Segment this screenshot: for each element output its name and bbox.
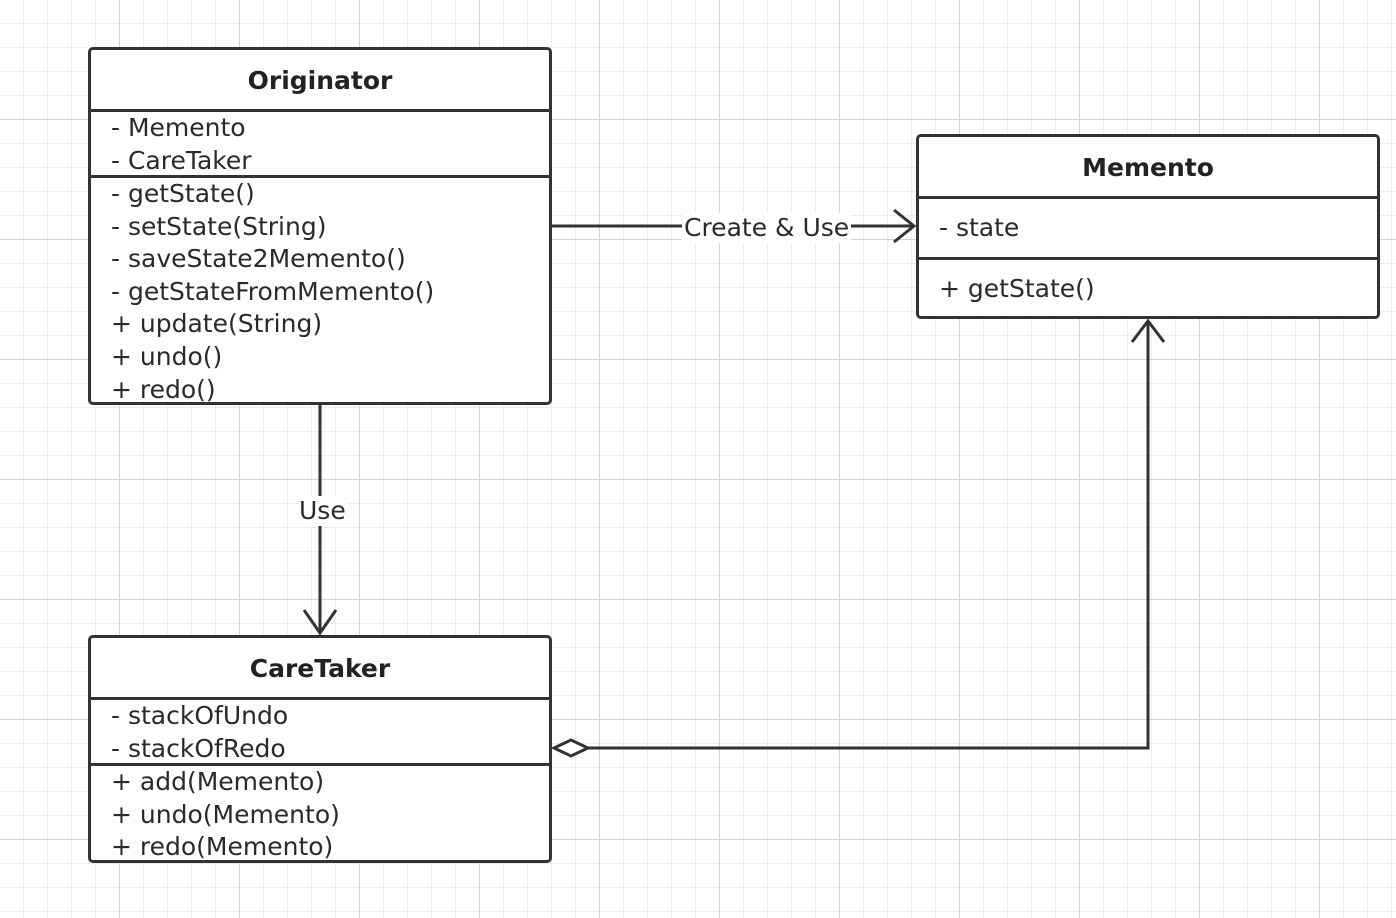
attribute-item: - CareTaker: [111, 145, 252, 175]
method-item: + undo(Memento): [111, 799, 340, 829]
method-item: + update(String): [111, 309, 323, 339]
class-caretaker-name: CareTaker: [91, 638, 549, 700]
class-caretaker[interactable]: CareTaker - stackOfUndo - stackOfRedo + …: [88, 635, 552, 863]
attribute-item: - state: [939, 213, 1020, 242]
class-caretaker-methods: + add(Memento) + undo(Memento) + redo(Me…: [91, 766, 549, 862]
attribute-item: - stackOfRedo: [111, 733, 286, 763]
class-originator[interactable]: Originator - Memento - CareTaker - getSt…: [88, 47, 552, 405]
class-memento-name: Memento: [919, 137, 1377, 199]
method-item: + undo(): [111, 341, 223, 371]
use-label: Use: [297, 496, 348, 526]
class-memento[interactable]: Memento - state + getState(): [916, 134, 1380, 319]
aggregation-arrowhead: [1130, 318, 1166, 343]
method-item: + redo(): [111, 374, 216, 404]
attribute-item: - stackOfUndo: [111, 701, 289, 730]
attribute-item: - Memento: [111, 113, 246, 142]
class-memento-methods: + getState(): [919, 260, 1377, 316]
use-arrowhead: [302, 609, 338, 636]
class-caretaker-attributes: - stackOfUndo - stackOfRedo: [91, 700, 549, 766]
class-originator-attributes: - Memento - CareTaker: [91, 112, 549, 178]
method-item: - setState(String): [111, 211, 327, 241]
method-item: - getState(): [111, 179, 255, 208]
class-originator-name: Originator: [91, 50, 549, 112]
method-item: - saveState2Memento(): [111, 244, 406, 274]
method-item: + redo(Memento): [111, 832, 334, 862]
method-item: + add(Memento): [111, 767, 325, 796]
method-item: - getStateFromMemento(): [111, 276, 435, 306]
create-use-label: Create & Use: [682, 213, 852, 243]
aggregation-diamond: [550, 738, 592, 758]
class-originator-methods: - getState() - setState(String) - saveSt…: [91, 178, 549, 404]
create-use-arrowhead: [893, 208, 917, 244]
aggregation-connector[interactable]: [588, 321, 1150, 750]
class-memento-attributes: - state: [919, 199, 1377, 260]
method-item: + getState(): [939, 274, 1095, 303]
